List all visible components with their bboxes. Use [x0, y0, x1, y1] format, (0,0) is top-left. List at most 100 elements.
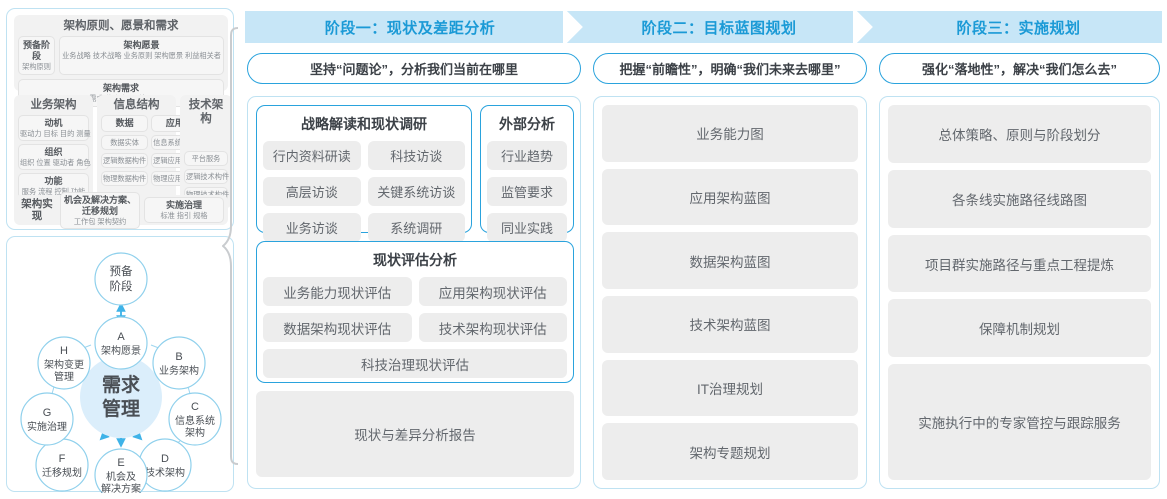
platform-service-label: 平台服务: [191, 154, 221, 163]
opportunities-migration-sub: 工作包 架构契约: [73, 216, 127, 226]
chip-overall-strategy[interactable]: 总体策略、原则与阶段划分: [888, 105, 1151, 163]
node-b: [152, 336, 206, 390]
node-g: [20, 392, 74, 446]
information-structure-title: 信息结构: [113, 99, 160, 111]
node-preliminary-line2: 阶段: [110, 279, 133, 293]
external-analysis-group: 外部分析 行业趋势 监管要求 同业实践: [480, 105, 574, 242]
node-f-label: 迁移规划: [42, 466, 82, 479]
architecture-principles-title: 架构原则、愿景和需求: [63, 20, 179, 32]
adm-cycle-diagram: 需求 管理 预备 阶段 A 架构愿景 B 业务架构 C 信息系统 架构 D 技术…: [20, 252, 222, 493]
architecture-principles-block: 架构原则、愿景和需求 预备阶段 架构原则 架构愿景 业务战略 技术战略 业务原则…: [14, 15, 228, 107]
platform-service-cell: 平台服务: [184, 151, 228, 166]
node-a-key: A: [117, 331, 125, 343]
node-h-label2: 管理: [54, 370, 74, 383]
chip-regulatory-requirement[interactable]: 监管要求: [487, 177, 567, 206]
node-c-label2: 架构: [185, 426, 205, 439]
chip-data-architecture-blueprint[interactable]: 数据架构蓝图: [602, 232, 858, 290]
motivation-sub: 驱动力 目标 目的 测量: [20, 129, 91, 138]
chip-application-architecture-assessment[interactable]: 应用架构现状评估: [418, 277, 567, 306]
logical-application-component-label: 逻辑应用构件: [153, 156, 197, 165]
function-sub: 服务 流程 控制 功能: [21, 187, 86, 196]
node-d: [138, 438, 192, 492]
chip-business-capability-map[interactable]: 业务能力图: [602, 105, 858, 162]
chip-architecture-topic-plan[interactable]: 架构专题规划: [602, 423, 858, 481]
togaf-content-framework-panel: 架构原则、愿景和需求 预备阶段 架构原则 架构愿景 业务战略 技术战略 业务原则…: [6, 8, 234, 230]
preliminary-phase-sub: 架构原则: [22, 62, 51, 71]
organization-sub: 组织 位置 驱动者 角色: [20, 158, 91, 167]
data-subcolumn: 数据 数据实体 逻辑数据构件 物理数据构件: [101, 115, 149, 189]
strategy-research-group: 战略解读和现状调研 行内资料研读 科技访谈 高层访谈 关键系统访谈 业务访谈 系…: [256, 105, 472, 242]
chip-industry-trend[interactable]: 行业趋势: [487, 141, 567, 170]
data-entity-label: 数据实体: [110, 138, 139, 147]
data-entity-cell: 数据实体: [101, 135, 149, 150]
center-label-line2: 管理: [102, 397, 140, 420]
chevron-separator-2-icon: [853, 11, 879, 43]
node-e-key: E: [117, 457, 124, 469]
brace-connector: [222, 27, 239, 465]
chip-business-capability-assessment[interactable]: 业务能力现状评估: [263, 277, 412, 306]
information-structure-subcolumns: 数据 数据实体 逻辑数据构件 物理数据构件: [101, 115, 199, 189]
center-label-line1: 需求: [102, 373, 141, 396]
phase-2-band-title: 阶段二：目标蓝图规划: [641, 19, 797, 37]
physical-technology-component-label: 物理技术构件: [186, 190, 229, 199]
phase-2-panel: 业务能力图 应用架构蓝图 数据架构蓝图 技术架构蓝图 IT治理规划 架构专题规划: [593, 96, 867, 489]
chip-assurance-mechanism-plan[interactable]: 保障机制规划: [888, 299, 1151, 358]
chip-key-system-interview[interactable]: 关键系统访谈: [367, 177, 465, 206]
physical-data-component-cell: 物理数据构件: [101, 171, 149, 186]
chip-system-research[interactable]: 系统调研: [367, 213, 465, 242]
node-b-key: B: [175, 351, 182, 363]
architecture-realization-block: 架构实现 机会及解决方案、迁移规划 工作包 架构契约 实施治理 标准 指引 规格: [14, 191, 228, 229]
phase-2-subtitle: 把握“前瞻性”，明确“我们未来去哪里”: [593, 53, 867, 84]
chip-data-architecture-assessment[interactable]: 数据架构现状评估: [263, 313, 412, 342]
architecture-vision-title: 架构愿景: [123, 40, 160, 50]
chip-it-governance-plan[interactable]: IT治理规划: [602, 359, 858, 417]
chip-application-architecture-blueprint[interactable]: 应用架构蓝图: [602, 168, 858, 226]
node-e-label1: 机会及: [106, 470, 136, 483]
chip-technology-architecture-assessment[interactable]: 技术架构现状评估: [418, 313, 567, 342]
chip-exec-interview[interactable]: 高层访谈: [263, 177, 361, 206]
chip-program-roadmap[interactable]: 项目群实施路径与重点工程提炼: [888, 234, 1151, 293]
center-node: [80, 356, 162, 438]
strategy-research-title: 战略解读和现状调研: [301, 116, 427, 132]
current-state-assessment-group: 现状评估分析 业务能力现状评估 应用架构现状评估 数据架构现状评估 技术架构现状…: [256, 241, 574, 383]
function-title: 功能: [44, 176, 63, 186]
implementation-governance-cell: 实施治理 标准 指引 规格: [144, 197, 224, 223]
logical-technology-component-cell: 逻辑技术构件: [184, 169, 230, 184]
chip-tech-interview[interactable]: 科技访谈: [367, 141, 465, 170]
physical-application-component-label: 物理应用构件: [153, 174, 197, 183]
phase-3-chips: 总体策略、原则与阶段划分 各条线实施路径线路图 项目群实施路径与重点工程提炼 保…: [888, 105, 1151, 480]
chip-peer-practice[interactable]: 同业实践: [487, 213, 567, 242]
phase-band-segment-all: [245, 11, 1162, 43]
chip-gap-analysis-report[interactable]: 现状与差异分析报告: [256, 391, 574, 477]
logical-data-component-label: 逻辑数据构件: [103, 156, 147, 165]
chip-expert-tracking-service[interactable]: 实施执行中的专家管控与跟踪服务: [888, 364, 1151, 480]
chip-line-roadmap[interactable]: 各条线实施路径线路图: [888, 169, 1151, 228]
chip-business-interview[interactable]: 业务访谈: [263, 213, 361, 242]
node-d-key: D: [161, 453, 169, 465]
chip-internal-docs[interactable]: 行内资料研读: [263, 141, 361, 170]
chevron-separator-1-icon: [563, 11, 589, 43]
chip-technology-architecture-blueprint[interactable]: 技术架构蓝图: [602, 296, 858, 353]
chip-tech-governance-assessment[interactable]: 科技治理现状评估: [263, 349, 567, 378]
phase-3-subtitle: 强化“落地性”，解决“我们怎么去”: [879, 53, 1160, 84]
node-g-key: G: [43, 407, 52, 419]
architecture-requirements-title: 架构需求: [102, 83, 139, 93]
external-analysis-chips: 行业趋势 监管要求 同业实践: [487, 141, 567, 242]
node-c-label1: 信息系统: [175, 414, 215, 427]
business-architecture-column: 业务架构 动机 驱动力 目标 目的 测量 组织 组织 位置 驱动者 角色 功能 …: [14, 95, 93, 208]
node-h: [37, 336, 91, 390]
technology-architecture-title: 技术架构: [188, 99, 224, 125]
implementation-governance-title: 实施治理: [165, 200, 202, 210]
data-cell: 数据: [101, 115, 149, 132]
node-h-key: H: [60, 345, 68, 357]
node-h-label1: 架构变更: [44, 358, 84, 371]
preliminary-phase-title: 预备阶段: [23, 40, 51, 61]
implementation-governance-sub: 标准 指引 规格: [160, 211, 208, 220]
information-system-service-label: 信息系统服务: [153, 138, 197, 147]
preliminary-phase-cell: 预备阶段 架构原则: [18, 36, 56, 75]
logical-technology-component-label: 逻辑技术构件: [186, 172, 230, 181]
motivation-cell: 动机 驱动力 目标 目的 测量: [18, 115, 91, 141]
strategy-research-chips: 行内资料研读 科技访谈 高层访谈 关键系统访谈 业务访谈 系统调研: [263, 141, 465, 242]
physical-data-component-label: 物理数据构件: [103, 174, 147, 183]
organization-cell: 组织 组织 位置 驱动者 角色: [18, 144, 91, 170]
